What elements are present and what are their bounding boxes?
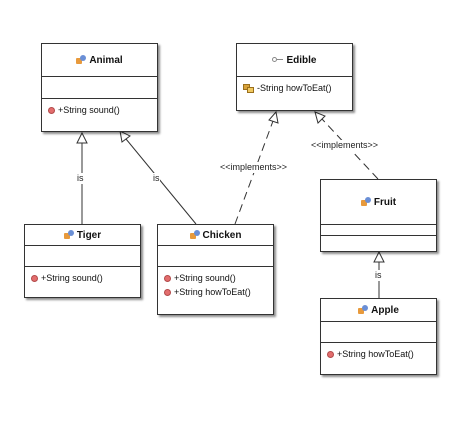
operation-item: -String howToEat() bbox=[243, 81, 346, 95]
operation-label: +String howToEat() bbox=[174, 287, 251, 297]
operation-label: -String howToEat() bbox=[257, 83, 332, 93]
realization-arrowhead bbox=[268, 110, 279, 124]
edge-label-fruit-edible: <<implements>> bbox=[311, 140, 379, 151]
operation-label: +String sound() bbox=[174, 273, 236, 283]
public-method-icon bbox=[48, 106, 55, 114]
class-fruit-attributes bbox=[321, 225, 436, 236]
interface-icon bbox=[272, 57, 284, 63]
class-fruit-name: Fruit bbox=[373, 196, 397, 208]
edge-label-tiger-animal: is bbox=[77, 173, 84, 184]
operation-item: +String howToEat() bbox=[164, 285, 267, 299]
class-animal-name: Animal bbox=[89, 54, 123, 66]
class-tiger-name: Tiger bbox=[76, 229, 102, 241]
operation-item: +String sound() bbox=[31, 271, 134, 285]
abstract-method-icon bbox=[243, 83, 254, 93]
class-chicken-header: Chicken bbox=[158, 225, 273, 246]
public-method-icon bbox=[31, 274, 38, 282]
class-apple-name: Apple bbox=[371, 304, 399, 316]
class-fruit-header: Fruit bbox=[321, 180, 436, 225]
class-animal-operations: +String sound() bbox=[42, 99, 157, 121]
class-icon bbox=[358, 305, 369, 315]
class-animal[interactable]: Animal +String sound() bbox=[41, 43, 158, 132]
inheritance-arrowhead bbox=[373, 250, 385, 263]
operation-label: +String howToEat() bbox=[337, 349, 414, 359]
operation-item: +String sound() bbox=[164, 271, 267, 285]
class-chicken-attributes bbox=[158, 246, 273, 267]
class-apple-attributes bbox=[321, 322, 436, 343]
interface-edible-name: Edible bbox=[286, 54, 317, 66]
class-animal-attributes bbox=[42, 77, 157, 99]
operation-label: +String sound() bbox=[41, 273, 103, 283]
interface-edible[interactable]: Edible -String howToEat() bbox=[236, 43, 353, 111]
class-chicken-operations: +String sound() +String howToEat() bbox=[158, 267, 273, 303]
inheritance-arrowhead bbox=[76, 131, 88, 144]
class-apple[interactable]: Apple +String howToEat() bbox=[320, 298, 437, 375]
class-chicken-name: Chicken bbox=[202, 229, 242, 241]
public-method-icon bbox=[164, 288, 171, 296]
operation-item: +String howToEat() bbox=[327, 347, 430, 361]
class-tiger[interactable]: Tiger +String sound() bbox=[24, 224, 141, 298]
public-method-icon bbox=[164, 274, 171, 282]
interface-edible-header: Edible bbox=[237, 44, 352, 77]
class-tiger-operations: +String sound() bbox=[25, 267, 140, 289]
realization-arrowhead bbox=[314, 111, 326, 124]
operation-item: +String sound() bbox=[48, 103, 151, 117]
class-apple-operations: +String howToEat() bbox=[321, 343, 436, 365]
class-tiger-header: Tiger bbox=[25, 225, 140, 246]
operation-label: +String sound() bbox=[58, 105, 120, 115]
interface-edible-operations: -String howToEat() bbox=[237, 77, 352, 99]
class-tiger-attributes bbox=[25, 246, 140, 267]
class-icon bbox=[189, 230, 200, 240]
edge-label-apple-fruit: is bbox=[375, 270, 382, 281]
class-icon bbox=[63, 230, 74, 240]
edge-label-chicken-animal: is bbox=[153, 173, 160, 184]
public-method-icon bbox=[327, 350, 334, 358]
class-fruit[interactable]: Fruit bbox=[320, 179, 437, 252]
class-icon bbox=[76, 55, 87, 65]
class-chicken[interactable]: Chicken +String sound() +String howToEat… bbox=[157, 224, 274, 315]
edge-chicken-animal bbox=[125, 138, 197, 225]
edge-label-chicken-edible: <<implements>> bbox=[220, 162, 288, 173]
class-animal-header: Animal bbox=[42, 44, 157, 77]
inheritance-arrowhead bbox=[119, 130, 131, 143]
class-icon bbox=[360, 197, 371, 207]
class-apple-header: Apple bbox=[321, 299, 436, 322]
